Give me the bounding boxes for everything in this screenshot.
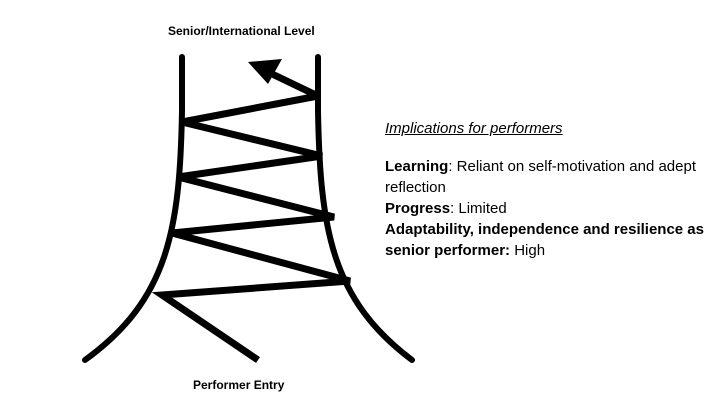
adaptability-row: Adaptability, independence and resilienc… (385, 219, 705, 261)
zigzag-pathway (151, 92, 351, 363)
implications-panel: Implications for performers Learning: Re… (385, 118, 705, 261)
arrowhead-icon (248, 59, 282, 84)
left-wall (82, 54, 185, 363)
learning-label: Learning (385, 158, 449, 175)
progress-value: : Limited (450, 200, 507, 217)
top-level-label: Senior/International Level (168, 24, 315, 38)
adaptability-value: High (510, 242, 546, 259)
right-wall (315, 54, 415, 363)
learning-row: Learning: Reliant on self-motivation and… (385, 156, 705, 198)
adaptability-label: Adaptability, independence and resilienc… (385, 221, 704, 259)
entry-level-label: Performer Entry (193, 378, 285, 392)
progress-row: Progress: Limited (385, 198, 705, 219)
progress-arrow (266, 68, 320, 100)
implications-heading: Implications for performers (385, 120, 563, 137)
progress-label: Progress (385, 200, 451, 217)
learning-value: : Reliant on self-motivation and adept r… (385, 158, 696, 196)
